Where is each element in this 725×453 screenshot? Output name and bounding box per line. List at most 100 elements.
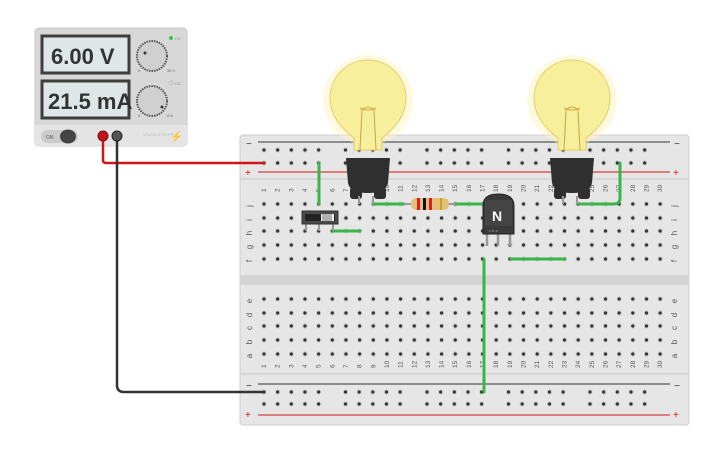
transistor-pin-labels: c b e — [489, 228, 498, 233]
column-number: 20 — [521, 184, 528, 192]
row-letter: d — [245, 313, 254, 317]
breadboard-hole-center — [453, 324, 457, 328]
breadboard-hole-center — [494, 338, 498, 342]
breadboard-hole-center — [426, 297, 430, 301]
breadboard-hole-center — [289, 324, 293, 328]
breadboard-hole-center — [412, 352, 416, 356]
resistor[interactable] — [404, 198, 456, 210]
rail-hole-center — [439, 390, 443, 394]
breadboard-hole-center — [371, 243, 375, 247]
breadboard-hole-center — [644, 202, 649, 206]
row-letter: f — [245, 259, 254, 262]
column-number: 29 — [643, 360, 650, 368]
npn-transistor[interactable]: N c b e — [482, 193, 515, 246]
breadboard-hole-center — [603, 311, 608, 315]
cc-label: CC — [175, 81, 181, 86]
breadboard-hole-center — [303, 324, 307, 328]
slide-switch[interactable] — [301, 210, 339, 231]
breadboard-hole-center — [631, 297, 635, 301]
cv-led — [169, 36, 173, 40]
column-number: 16 — [466, 184, 473, 192]
column-number: 7 — [343, 364, 350, 368]
light-bulb-1[interactable] — [323, 55, 413, 204]
rail-minus-label: − — [674, 139, 680, 150]
breadboard-hole-center — [439, 338, 444, 342]
rail-hole-center — [452, 148, 456, 152]
rail-hole-center — [506, 402, 511, 406]
breadboard-hole-center — [276, 243, 280, 247]
breadboard-hole-center — [508, 352, 512, 356]
breadboard-hole-center — [631, 216, 635, 220]
breadboard-hole-center — [631, 229, 635, 233]
breadboard-hole-center — [439, 257, 444, 261]
rail-hole-center — [534, 161, 538, 165]
voltage-knob[interactable] — [136, 40, 168, 72]
current-knob[interactable] — [136, 85, 168, 117]
power-switch[interactable]: ON — [41, 129, 78, 144]
breadboard-hole-center — [590, 229, 594, 233]
rail-hole-center — [439, 402, 443, 406]
breadboard-hole-center — [385, 216, 389, 220]
breadboard-hole-center — [439, 297, 444, 301]
breadboard-hole-center — [467, 243, 471, 247]
rail-hole-center — [520, 390, 524, 394]
breadboard-hole-center — [603, 338, 608, 342]
breadboard-hole-center — [467, 324, 471, 328]
breadboard-hole-center — [439, 324, 444, 328]
column-number: 28 — [630, 184, 637, 192]
row-letter: d — [670, 313, 679, 317]
current-reading: 21.5 mA — [48, 89, 132, 114]
rail-hole-center — [317, 390, 321, 394]
column-number: 11 — [398, 361, 405, 368]
rail-hole-center — [371, 402, 375, 406]
breadboard-hole-center — [644, 324, 649, 328]
rail-minus-label: − — [246, 381, 252, 392]
breadboard-hole-center — [385, 324, 389, 328]
rail-hole-center — [317, 148, 321, 152]
rail-hole-center — [520, 402, 524, 406]
breadboard-hole-center — [562, 243, 567, 247]
rail-hole-center — [452, 161, 456, 165]
breadboard-hole-center — [453, 311, 457, 315]
breadboard-hole-center — [330, 257, 334, 261]
light-bulb-2[interactable] — [527, 55, 617, 204]
column-number: 4 — [302, 364, 309, 368]
voltage-knob-min: 0 — [138, 68, 141, 73]
lightning-icon: ⚡ — [170, 130, 182, 143]
breadboard-hole-center — [344, 257, 348, 261]
power-supply[interactable]: 6.00 V 21.5 mA 0 30 V 0 5 A CV CC ON VOL… — [34, 27, 188, 147]
breadboard-hole-center — [617, 243, 621, 247]
rail-hole-center — [561, 402, 565, 406]
breadboard-hole-center — [289, 202, 293, 206]
jumper-wire-bulb2-rail[interactable] — [577, 161, 622, 206]
breadboard-hole-center — [453, 297, 457, 301]
rail-minus-label: − — [674, 381, 680, 392]
breadboard-hole-center — [399, 338, 403, 342]
breadboard-hole-center — [344, 338, 348, 342]
breadboard-hole-center — [385, 352, 389, 356]
breadboard-hole-center — [562, 352, 567, 356]
breadboard-hole-center — [399, 216, 403, 220]
positive-wire[interactable] — [101, 137, 265, 165]
breadboard-hole-center — [644, 243, 649, 247]
rail-hole-center — [262, 402, 266, 406]
bulb-leg — [578, 187, 590, 199]
breadboard-hole-center — [385, 229, 389, 233]
breadboard-hole-center — [521, 338, 526, 342]
breadboard-hole-center — [371, 297, 375, 301]
rail-hole-center — [480, 148, 484, 152]
rail-hole-center — [480, 161, 484, 165]
bulb-leg — [374, 187, 386, 199]
ground-wire[interactable] — [115, 137, 265, 394]
breadboard-hole-center — [439, 311, 444, 315]
breadboard-hole-center — [317, 297, 321, 301]
rail-hole-center — [276, 161, 280, 165]
breadboard-hole-center — [576, 216, 580, 220]
rail-hole-center — [303, 390, 307, 394]
rail-hole-center — [643, 148, 647, 152]
positive-terminal[interactable] — [97, 130, 109, 142]
column-number: 25 — [589, 184, 596, 192]
negative-terminal[interactable] — [111, 130, 123, 142]
row-letter: c — [670, 326, 679, 330]
row-letter: b — [670, 339, 679, 344]
